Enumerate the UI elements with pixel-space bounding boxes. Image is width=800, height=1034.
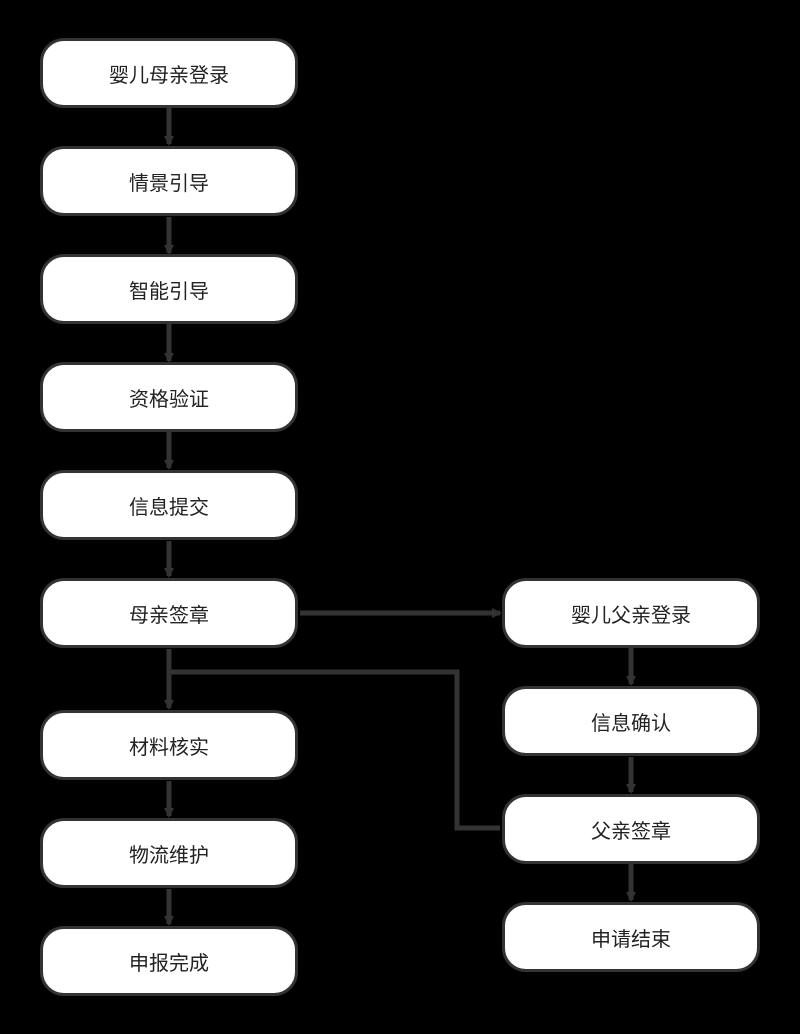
node-label: 情景引导 [129, 170, 209, 195]
node-material-check[interactable]: 材料核实 [40, 710, 298, 780]
node-label: 父亲签章 [591, 818, 671, 843]
node-father-sign[interactable]: 父亲签章 [502, 794, 760, 864]
node-apply-end[interactable]: 申请结束 [502, 902, 760, 972]
node-label: 申报完成 [129, 950, 209, 975]
node-label: 母亲签章 [129, 602, 209, 627]
connector-father-sign-to-material-check [169, 669, 500, 831]
node-label: 申请结束 [591, 926, 671, 951]
node-info-submit[interactable]: 信息提交 [40, 470, 298, 540]
node-mother-sign[interactable]: 母亲签章 [40, 578, 298, 648]
node-label: 信息确认 [591, 710, 671, 735]
node-label: 物流维护 [129, 842, 209, 867]
node-mother-login[interactable]: 婴儿母亲登录 [40, 38, 298, 108]
node-smart-guide[interactable]: 智能引导 [40, 254, 298, 324]
node-label: 材料核实 [129, 734, 209, 759]
node-info-confirm[interactable]: 信息确认 [502, 686, 760, 756]
node-scene-guide[interactable]: 情景引导 [40, 146, 298, 216]
node-report-done[interactable]: 申报完成 [40, 926, 298, 996]
node-label: 婴儿母亲登录 [109, 62, 229, 87]
node-logistics[interactable]: 物流维护 [40, 818, 298, 888]
node-label: 智能引导 [129, 278, 209, 303]
node-qualification[interactable]: 资格验证 [40, 362, 298, 432]
node-label: 婴儿父亲登录 [571, 602, 691, 627]
node-label: 信息提交 [129, 494, 209, 519]
node-label: 资格验证 [129, 386, 209, 411]
node-father-login[interactable]: 婴儿父亲登录 [502, 578, 760, 648]
